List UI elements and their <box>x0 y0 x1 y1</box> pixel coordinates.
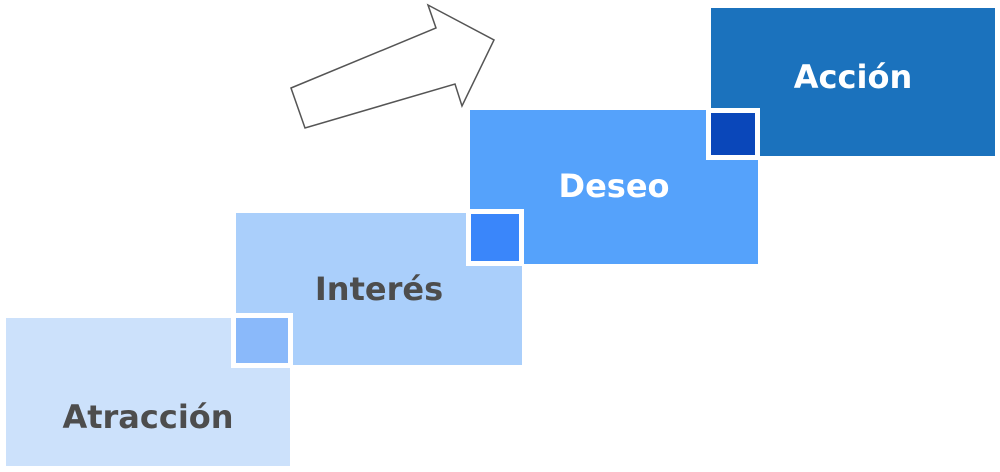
overlap-square-1 <box>231 313 293 368</box>
step-accion-label: Acción <box>793 58 913 96</box>
step-interes-label: Interés <box>314 270 444 308</box>
overlap-square-2 <box>466 209 524 266</box>
outlined-up-right-arrow-icon <box>290 3 495 129</box>
step-deseo-label: Deseo <box>558 167 670 205</box>
overlap-square-3 <box>706 108 760 160</box>
step-atraccion-label: Atracción <box>62 398 234 436</box>
